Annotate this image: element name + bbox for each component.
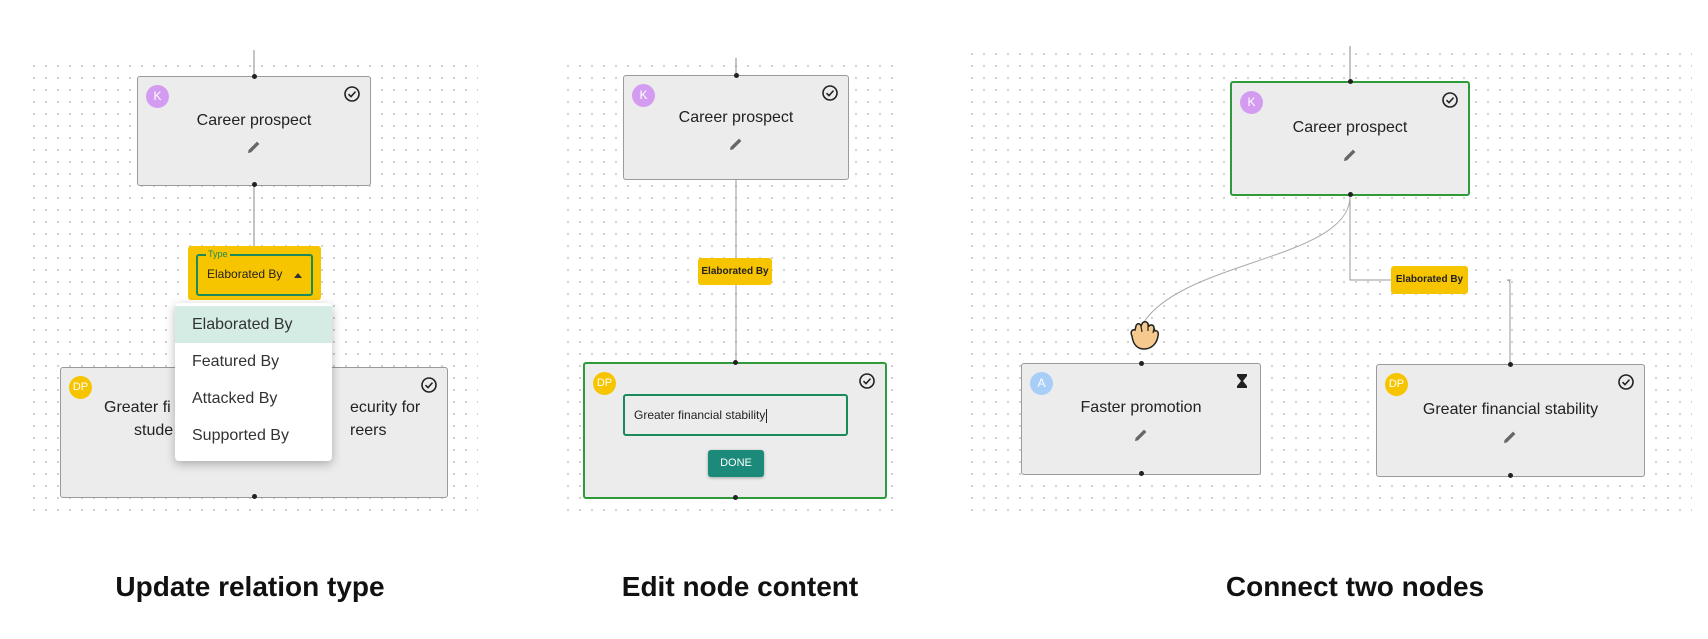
menu-item-supported-by[interactable]: Supported By — [192, 427, 289, 444]
port-bottom[interactable] — [1139, 471, 1144, 476]
port-bottom[interactable] — [1348, 192, 1353, 197]
node-career-prospect-selected[interactable]: K Career prospect — [1230, 79, 1470, 197]
avatar: A — [1030, 372, 1053, 395]
avatar: K — [632, 84, 655, 107]
avatar: DP — [1385, 373, 1408, 396]
port-top[interactable] — [1508, 362, 1513, 367]
pencil-icon[interactable] — [727, 135, 745, 153]
caret-up-icon[interactable] — [294, 273, 302, 278]
input-text: Greater financial stability — [634, 408, 766, 422]
type-value: Elaborated By — [207, 267, 283, 281]
caption-edit-content: Edit node content — [621, 571, 859, 602]
port-bottom[interactable] — [1508, 473, 1513, 478]
port-top[interactable] — [734, 73, 739, 78]
check-circle-icon[interactable] — [1441, 91, 1459, 109]
node-title-fragment: stude — [134, 422, 174, 439]
check-circle-icon[interactable] — [420, 376, 438, 394]
avatar: DP — [69, 376, 92, 399]
node-title: Career prospect — [1292, 119, 1408, 136]
type-field[interactable]: Type Elaborated By — [196, 248, 313, 296]
avatar: K — [1240, 91, 1263, 114]
menu-item-elaborated-by[interactable]: Elaborated By — [175, 306, 332, 343]
node-content-input[interactable]: Greater financial stability — [623, 394, 848, 436]
node-career-prospect[interactable]: K Career prospect — [623, 73, 849, 180]
relation-type-select[interactable]: Type Elaborated By — [188, 246, 321, 300]
node-title-fragment: Greater fi — [104, 399, 171, 416]
grab-hand-icon — [1130, 321, 1159, 350]
relation-badge[interactable]: Elaborated By — [1391, 266, 1468, 294]
caption-update-relation: Update relation type — [115, 571, 385, 602]
node-title: Career prospect — [196, 112, 312, 129]
check-circle-icon[interactable] — [1617, 373, 1635, 391]
node-faster-promotion[interactable]: A Faster promotion — [1021, 361, 1261, 476]
node-greater-financial-stability-editing[interactable]: DP Greater financial stability DONE — [583, 360, 887, 500]
menu-item-attacked-by[interactable]: Attacked By — [192, 390, 278, 407]
port-bottom[interactable] — [733, 495, 738, 500]
avatar: K — [146, 85, 169, 108]
node-title: Greater financial stability — [1422, 401, 1599, 418]
node-greater-financial-stability[interactable]: DP Greater financial stability — [1376, 362, 1645, 478]
port-top[interactable] — [1139, 361, 1144, 366]
node-title-fragment: ecurity for — [350, 399, 421, 416]
pencil-icon[interactable] — [1501, 428, 1519, 446]
check-circle-icon[interactable] — [821, 84, 839, 102]
node-title-fragment: reers — [350, 422, 387, 439]
done-button[interactable]: DONE — [708, 450, 764, 477]
node-title: Career prospect — [678, 109, 794, 126]
port-top[interactable] — [733, 360, 738, 365]
caption-connect-nodes: Connect two nodes — [1225, 571, 1485, 602]
check-circle-icon[interactable] — [858, 372, 876, 390]
hourglass-icon[interactable] — [1233, 372, 1251, 390]
text-caret — [766, 408, 768, 423]
port-bottom[interactable] — [252, 182, 257, 187]
menu-item-featured-by[interactable]: Featured By — [192, 353, 280, 370]
relation-type-menu: Elaborated By Featured By Attacked By Su… — [175, 303, 332, 461]
node-title: Faster promotion — [1080, 399, 1202, 416]
type-legend: Type — [206, 248, 230, 260]
pencil-icon[interactable] — [1132, 426, 1150, 444]
pencil-icon[interactable] — [1341, 146, 1359, 164]
pencil-icon[interactable] — [245, 138, 263, 156]
node-career-prospect[interactable]: K Career prospect — [137, 74, 371, 187]
avatar: DP — [593, 372, 616, 395]
relation-badge[interactable]: Elaborated By — [698, 258, 772, 285]
port-top[interactable] — [252, 74, 257, 79]
port-bottom[interactable] — [252, 494, 257, 499]
port-top[interactable] — [1348, 79, 1353, 84]
check-circle-icon[interactable] — [343, 85, 361, 103]
